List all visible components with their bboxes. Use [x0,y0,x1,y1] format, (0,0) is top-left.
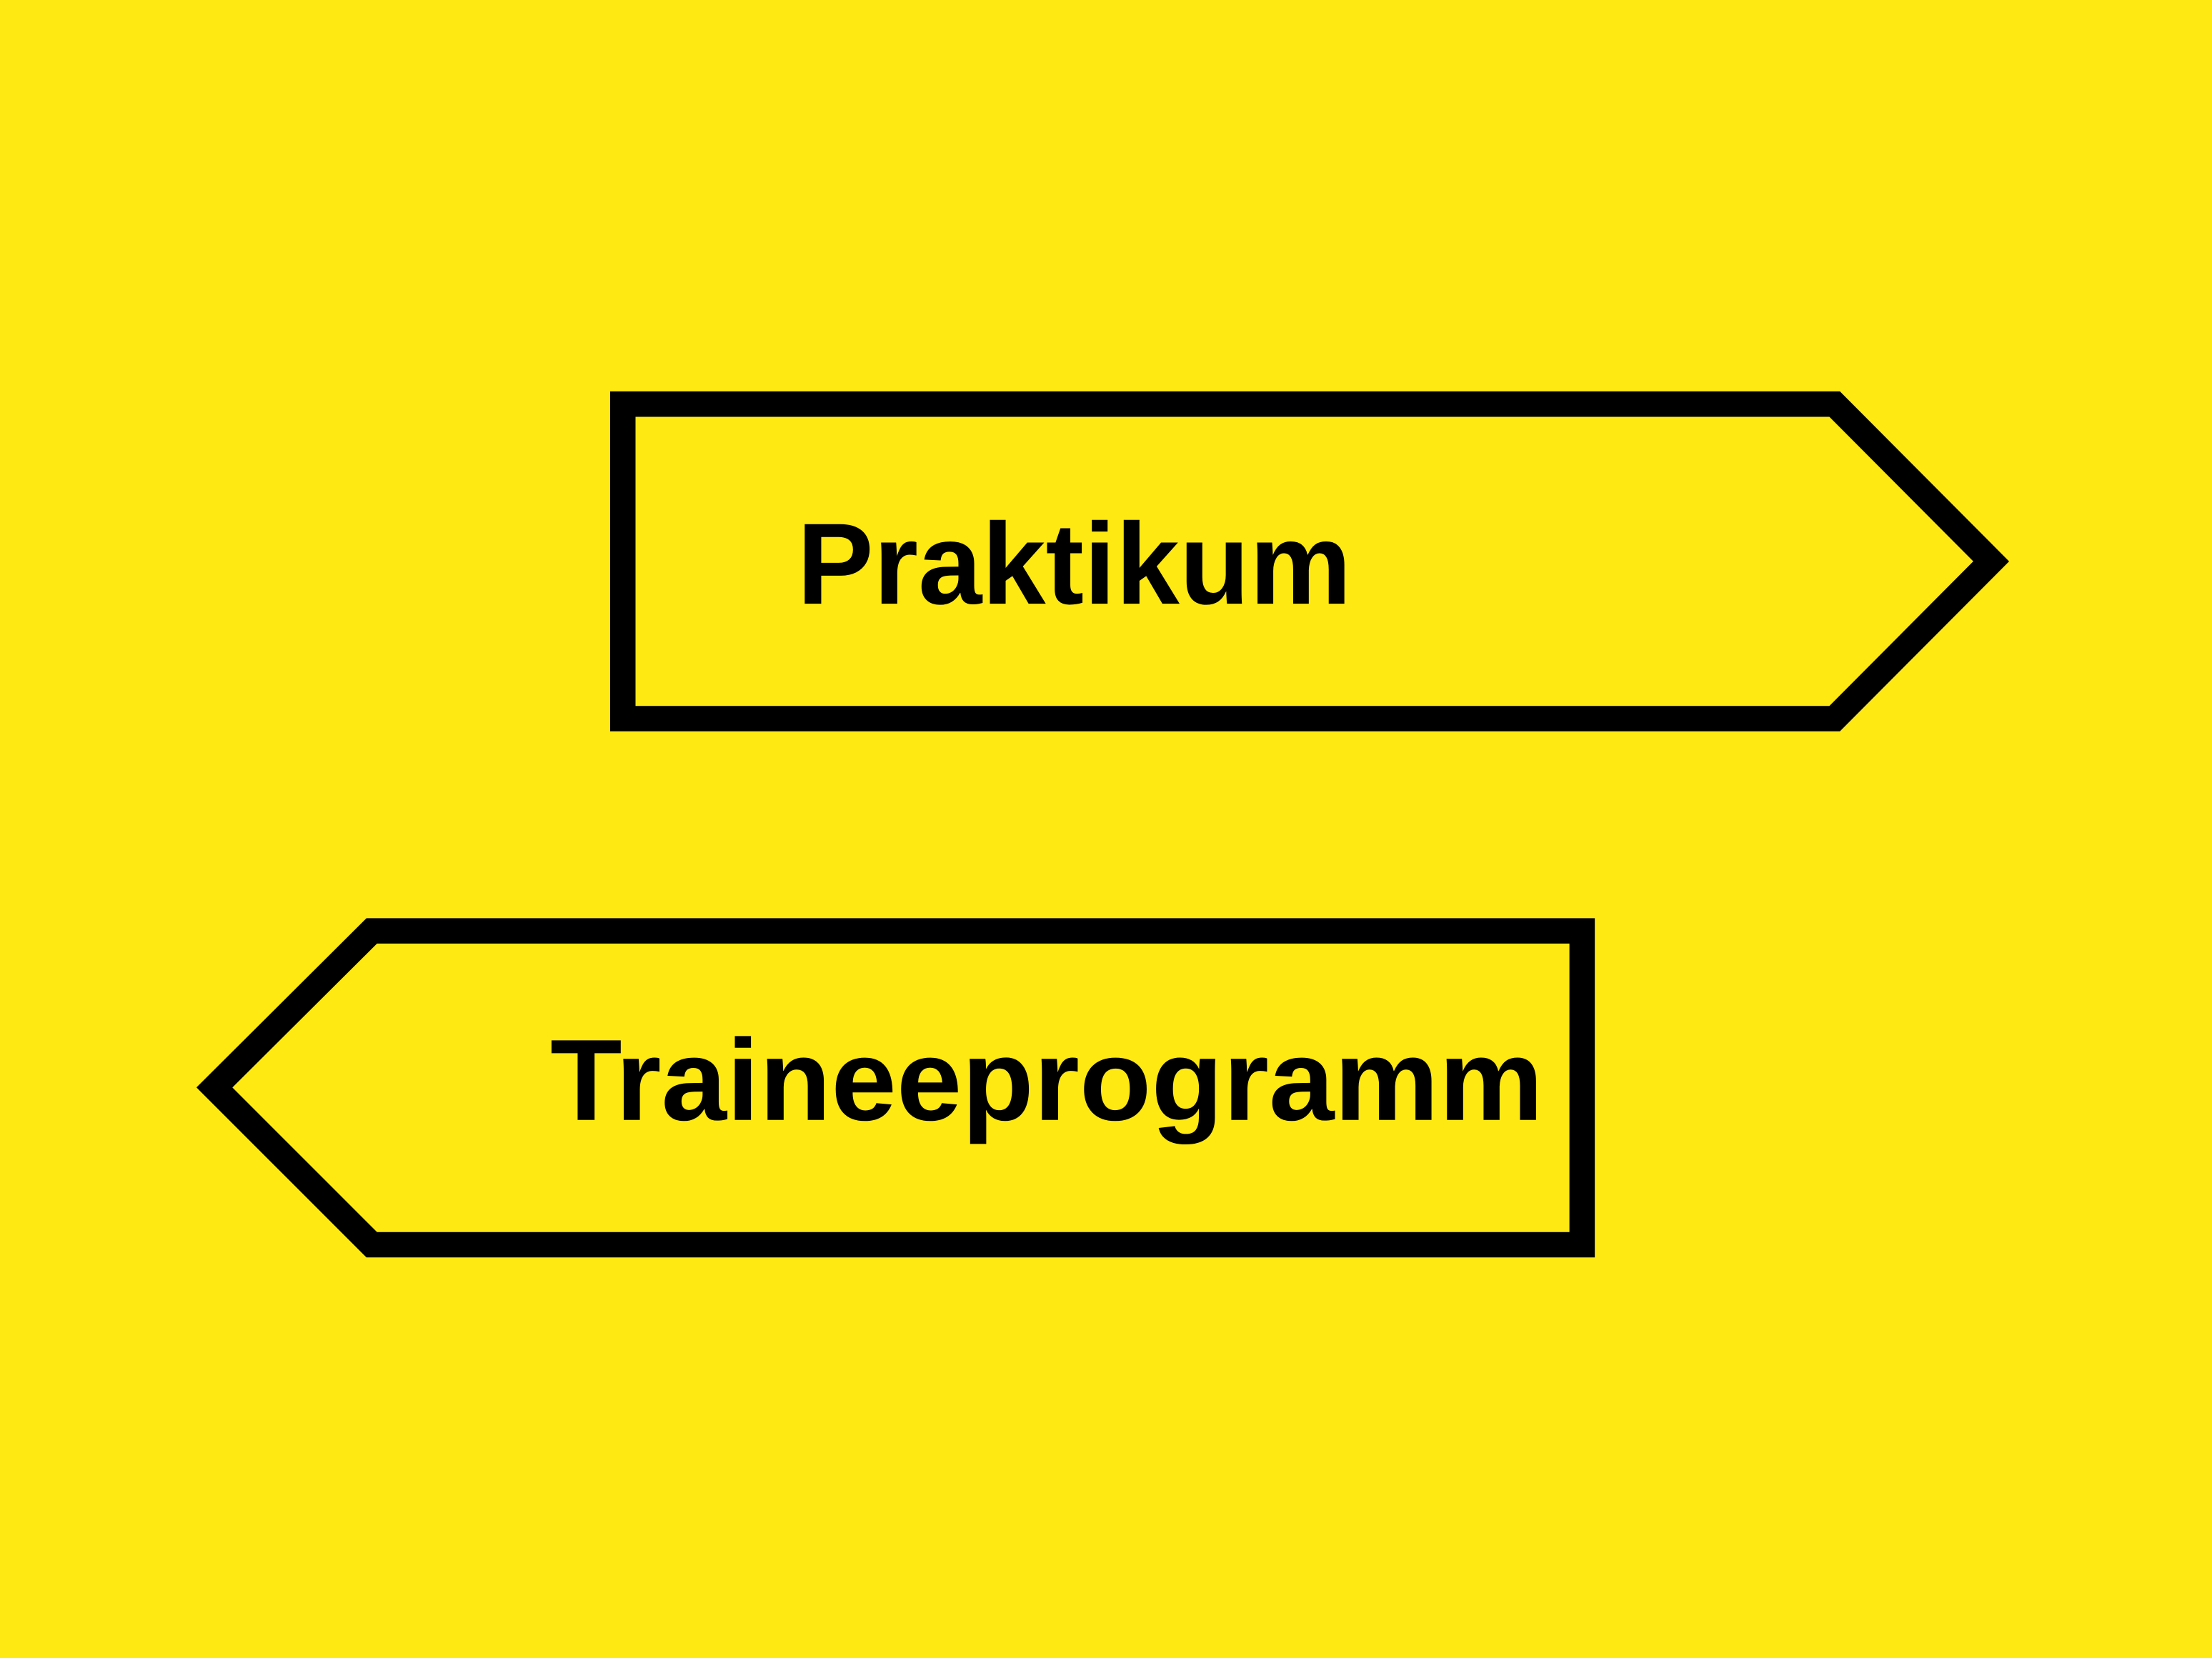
sign-praktikum: Praktikum [609,391,2010,731]
sign-label-praktikum: Praktikum [797,499,1352,629]
sign-label-traineeprogramm: Traineeprogramm [550,1016,1543,1145]
arrow-right-sign-shape [609,391,2010,731]
arrow-left-sign-shape [196,918,1595,1258]
sign-traineeprogramm: Traineeprogramm [196,918,1595,1258]
